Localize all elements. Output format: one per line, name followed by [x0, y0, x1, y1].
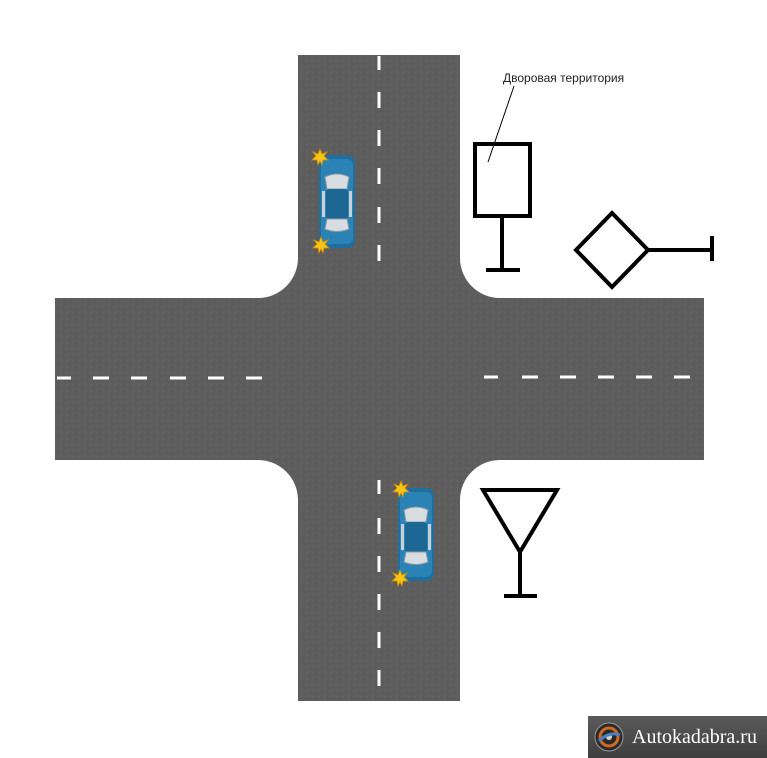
corner-fillet-bottom-right	[460, 460, 500, 500]
corner-fillet-top-left	[258, 258, 298, 298]
courtyard-territory-sign	[473, 142, 532, 272]
car-side-window-left	[322, 191, 325, 217]
car-bottom	[398, 488, 434, 581]
hazard-light-top-car-front	[311, 147, 329, 167]
watermark-text: Autokadabra.ru	[632, 725, 757, 748]
hazard-light-bottom-car-front	[392, 479, 410, 499]
car-side-window-right	[349, 191, 352, 217]
yield-sign	[479, 488, 561, 598]
watermark: Autokadabra.ru	[588, 716, 767, 758]
car-roof	[405, 522, 427, 552]
car-side-window-left	[401, 524, 404, 550]
car-windshield	[403, 506, 429, 523]
hazard-light-top-car-rear	[312, 235, 330, 255]
car-side-window-right	[428, 524, 431, 550]
corner-fillet-top-right	[460, 258, 500, 298]
car-roof	[326, 189, 348, 219]
car-wheel-logo-icon	[592, 720, 626, 754]
priority-road-sign	[573, 210, 714, 290]
hazard-light-bottom-car-rear	[391, 568, 409, 588]
car-top	[319, 155, 355, 248]
horizontal-road	[55, 298, 704, 460]
car-rear-window	[403, 551, 429, 565]
corner-fillet-bottom-left	[258, 460, 298, 500]
sign-label: Дворовая территория	[503, 71, 624, 85]
car-rear-window	[324, 218, 350, 232]
sign-label-leader	[487, 85, 515, 163]
car-windshield	[324, 173, 350, 190]
road-surface	[55, 55, 704, 701]
